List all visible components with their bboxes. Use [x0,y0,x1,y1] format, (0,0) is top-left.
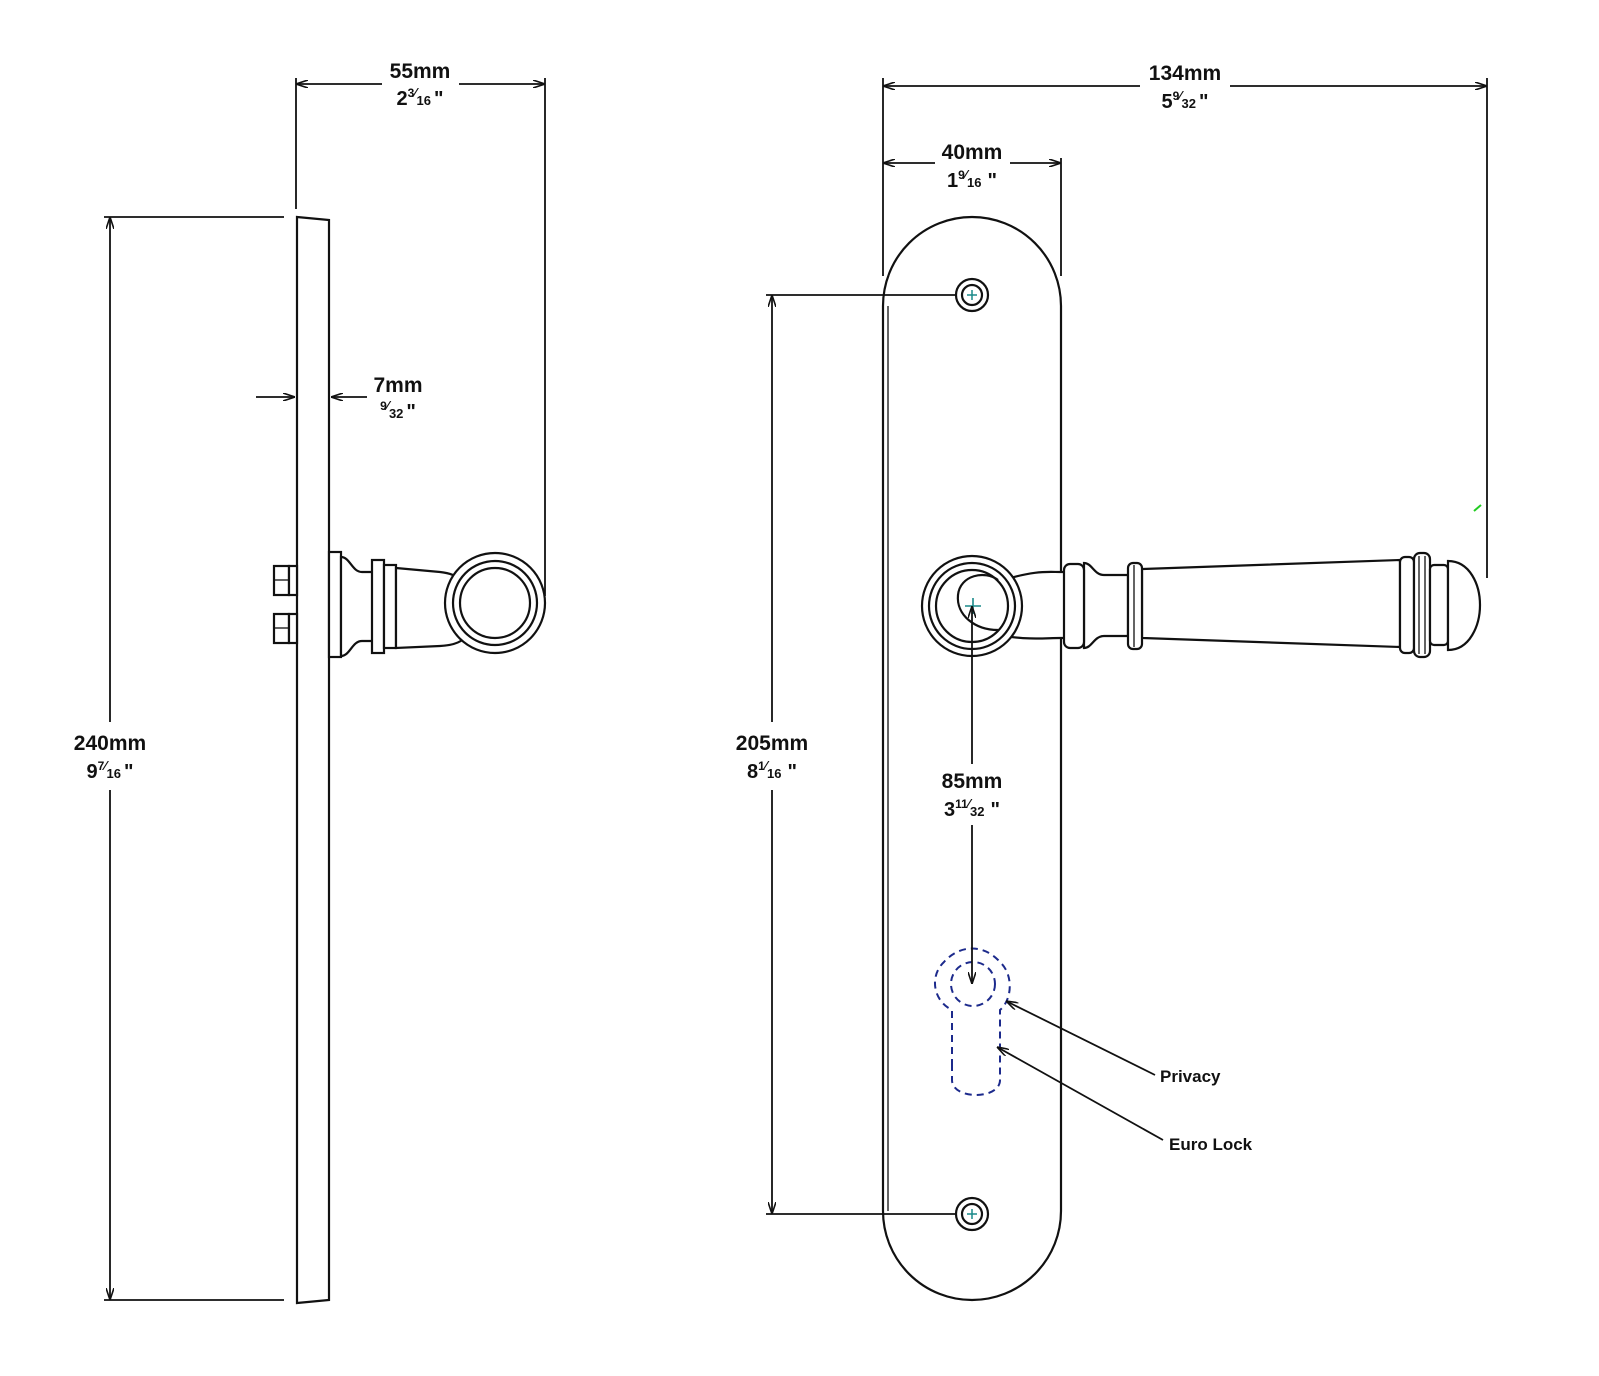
front-lever-handle [998,551,1482,659]
dim-plate-width: 40mm 19⁄16" [883,141,1062,276]
dim-overall-height-mm: 240mm [74,732,146,755]
stray-mark [1473,504,1482,512]
dim-side-projection-in: 23⁄16" [397,85,444,110]
dim-backset-centre-mm: 85mm [942,770,1003,793]
dim-side-projection-mm: 55mm [390,60,451,83]
dim-backset-centre: 85mm 311⁄32" [942,606,1003,984]
dim-overall-width-in: 59⁄32" [1162,88,1209,113]
lever-arm [1140,558,1402,649]
dim-backset-centre-in: 311⁄32" [944,796,1000,821]
screw-bottom-icon [954,1196,990,1232]
side-view [272,215,547,1305]
dim-plate-width-mm: 40mm [942,141,1003,164]
dim-overall-width-mm: 134mm [1149,62,1221,85]
dim-overall-height-in: 97⁄16" [87,758,134,783]
dim-side-projection: 55mm 23⁄16" [295,60,546,596]
dim-overall-width: 134mm 59⁄32" [882,62,1488,578]
side-rose [327,550,343,659]
dim-screw-centres-mm: 205mm [736,732,808,755]
callout-euro-lock: Euro Lock [997,1047,1253,1154]
callout-euro-lock-label: Euro Lock [1169,1135,1253,1154]
callout-privacy-label: Privacy [1160,1067,1221,1086]
side-backplate [295,215,331,1305]
dim-plate-width-in: 19⁄16" [947,167,997,192]
dim-screw-centres-in: 81⁄16" [747,758,797,783]
euro-lock-outline [933,947,1011,1096]
callout-privacy: Privacy [1006,1001,1221,1086]
dim-plate-thickness-in: 9⁄32" [380,398,416,423]
dim-overall-height: 240mm 97⁄16" [74,216,284,1301]
dim-plate-thickness: 7mm 9⁄32" [256,374,423,423]
side-spindle [272,564,299,645]
dim-screw-centres: 205mm 81⁄16" [736,294,956,1215]
dim-plate-thickness-mm: 7mm [373,374,422,397]
screw-top-icon [954,277,990,313]
